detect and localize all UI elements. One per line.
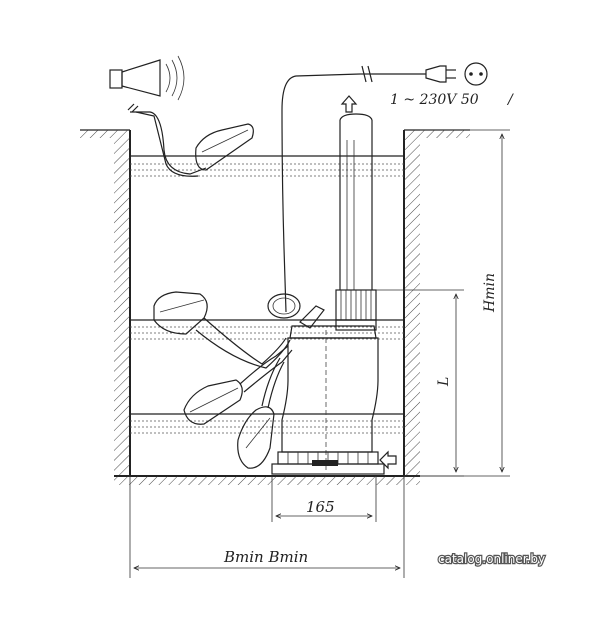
pump-inlet-grate	[312, 460, 338, 466]
ground-hatch-right	[404, 130, 470, 138]
float-switch-lower	[237, 357, 285, 469]
float-switch-upper	[153, 291, 291, 369]
pit	[80, 129, 470, 485]
hmin-label: Hmin	[482, 273, 498, 313]
float-switch-alarm	[195, 123, 254, 171]
discharge-pipe	[339, 113, 373, 290]
pump-housing	[281, 337, 379, 453]
pit-floor-hatch	[114, 476, 420, 485]
cable-gland	[299, 305, 325, 329]
socket-icon	[464, 62, 488, 86]
l-label: L	[436, 377, 452, 387]
power-spec-label: 1 ~ 230V 50	[390, 92, 479, 108]
float-switch-middle	[183, 345, 293, 425]
water-level-high	[130, 155, 404, 177]
pump	[267, 293, 385, 475]
water-level-low	[130, 413, 404, 434]
inlet-arrow-icon	[379, 450, 397, 470]
pit-wall-right-hatch	[404, 138, 420, 476]
watermark-text: catalog.onliner.by	[438, 552, 545, 566]
pump-handle	[267, 293, 301, 319]
plug-icon	[425, 65, 456, 83]
watermark: catalog.onliner.by	[437, 551, 546, 567]
power-cable	[281, 65, 426, 313]
dimension-hmin: Hmin	[420, 129, 510, 477]
ground-hatch-left	[80, 130, 130, 138]
alarm-cable	[127, 103, 207, 177]
flow-up-arrow-icon	[340, 95, 358, 113]
alarm-horn-icon	[109, 55, 185, 101]
pit-wall-left-hatch	[114, 138, 130, 476]
power-spec-label-tail: /	[506, 92, 514, 108]
pipe-coupling	[335, 289, 377, 331]
water-levels	[130, 155, 404, 434]
dimension-bmin: Bmin Bmin	[129, 476, 405, 578]
bmin-label: Bmin Bmin	[223, 548, 308, 566]
dimension-165: 165	[271, 476, 377, 522]
width-165-label: 165	[306, 498, 335, 516]
dimension-l: L	[376, 289, 464, 477]
